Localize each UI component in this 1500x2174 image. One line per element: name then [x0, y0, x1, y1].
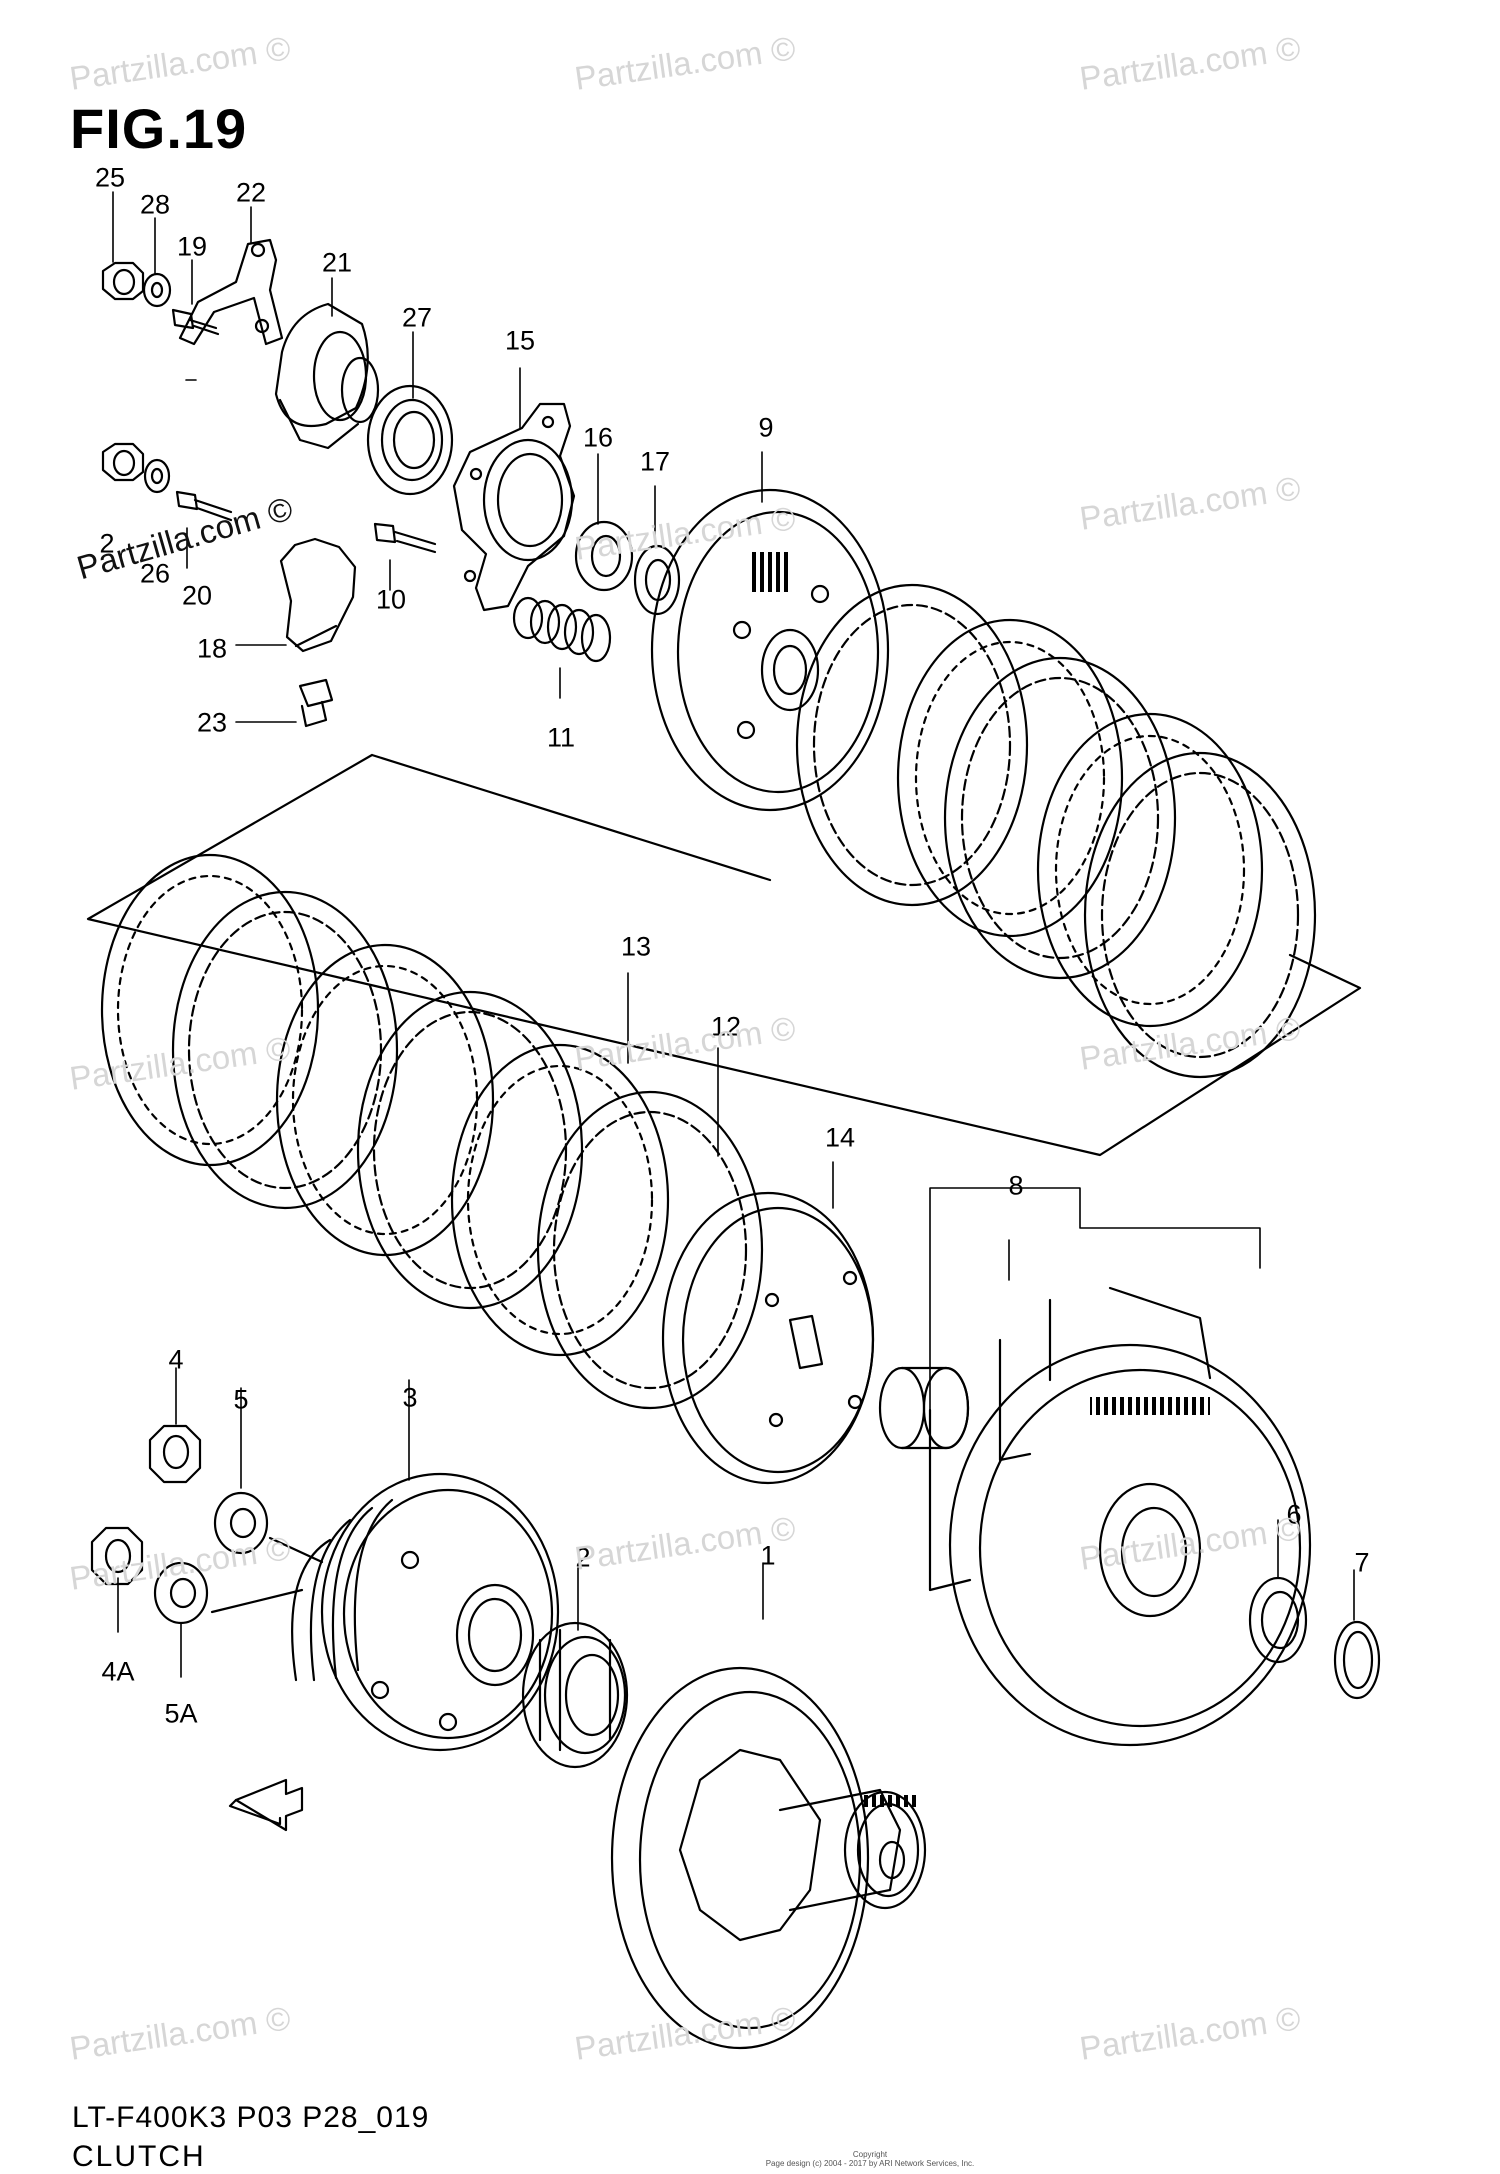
plate-stack-bracket: [86, 753, 1362, 1157]
nut-part-4a: [90, 1526, 144, 1586]
callout-22: 22: [235, 177, 267, 208]
callout-20: 20: [181, 580, 213, 611]
callout-15: 15: [504, 325, 536, 356]
leader-5-to-3: [210, 1536, 324, 1614]
bolt-part-23: [298, 678, 334, 728]
figure-title: FIG.19: [70, 97, 248, 160]
callout-12: 12: [710, 1011, 742, 1042]
callout-5: 5: [233, 1384, 249, 1415]
release-lever-part-18: [279, 537, 357, 653]
callout-19: 19: [176, 231, 208, 262]
friction-plate-upper-1: [795, 583, 1029, 907]
washer-part-5: [213, 1491, 269, 1555]
pressure-plate-part-9: [650, 488, 890, 812]
callout-8: 8: [1008, 1170, 1024, 1201]
callout-13: 13: [620, 931, 652, 962]
callout-16: 16: [582, 422, 614, 453]
clutch-housing-part-8: [928, 1286, 1312, 1747]
callout-17: 17: [639, 446, 671, 477]
copyright-line-2: Page design (c) 2004 - 2017 by ARI Netwo…: [765, 2159, 975, 2168]
diagram-code: LT-F400K3 P03 P28_019: [72, 2101, 430, 2134]
callout-27: 27: [401, 302, 433, 333]
drive-plate-upper-1: [896, 618, 1124, 938]
bearing-part-27: [366, 384, 454, 496]
friction-plate-upper-3: [1083, 751, 1317, 1079]
washer-part-6: [1248, 1576, 1308, 1664]
bolt-part-10: [373, 522, 437, 554]
callout-9: 9: [758, 412, 774, 443]
primary-driven-gear-part-1: [610, 1666, 927, 2050]
callout-24: 2: [99, 528, 115, 559]
callout-18: 18: [196, 633, 228, 664]
callout-23: 23: [196, 707, 228, 738]
callout-25: 25: [94, 162, 126, 193]
drive-plate-upper-2: [1036, 712, 1264, 1028]
callout-1: 1: [760, 1540, 776, 1571]
nut-part-24-lower: [101, 442, 145, 482]
clutch-lifter-plate-part-15: [452, 402, 576, 612]
callout-14: 14: [824, 1122, 856, 1153]
nut-part-4: [148, 1424, 202, 1484]
clutch-release-part-21: [274, 302, 380, 450]
washer-part-7: [1333, 1620, 1381, 1700]
copyright-line-1: Copyright: [852, 2150, 888, 2159]
callout-26: 26: [139, 558, 171, 589]
drive-plate-part-13: [450, 1043, 670, 1357]
friction-plate-lower-1: [171, 890, 399, 1210]
friction-plate-part-12: [536, 1090, 764, 1410]
diagram-name: CLUTCH: [72, 2140, 206, 2173]
callout-7: 7: [1354, 1547, 1370, 1578]
leader-lines: [112, 191, 1355, 1678]
callout-4a: 4A: [101, 1656, 135, 1687]
callout-10: 10: [375, 584, 407, 615]
bolt-part-20: [175, 490, 233, 522]
callout-3: 3: [402, 1382, 418, 1413]
fwd-arrow-icon: [228, 1778, 304, 1832]
callout-28: 28: [139, 189, 171, 220]
clutch-sleeve-hub-part-3: [291, 1472, 560, 1752]
drive-plate-lower-1: [100, 853, 320, 1167]
spring-part-11: [512, 596, 612, 663]
pressure-plate-part-14: [661, 1191, 875, 1485]
leader-part-8: [929, 1187, 1261, 1411]
one-way-clutch-part-2: [521, 1621, 629, 1769]
callout-4: 4: [168, 1344, 184, 1375]
callout-2: 2: [575, 1542, 591, 1573]
washer-part-26: [143, 458, 171, 494]
spacer-part-8: [878, 1366, 970, 1450]
callout-11: 11: [546, 722, 576, 753]
friction-plate-upper-2: [943, 656, 1177, 980]
washer-part-28: [142, 272, 172, 308]
release-arm-part-22: [178, 238, 284, 346]
callout-21: 21: [321, 247, 353, 278]
washer-part-16: [574, 520, 634, 592]
callout-6: 6: [1286, 1499, 1302, 1530]
bolt-part-19: [171, 308, 220, 336]
nut-part-25: [101, 261, 145, 301]
callout-5a: 5A: [164, 1698, 198, 1729]
